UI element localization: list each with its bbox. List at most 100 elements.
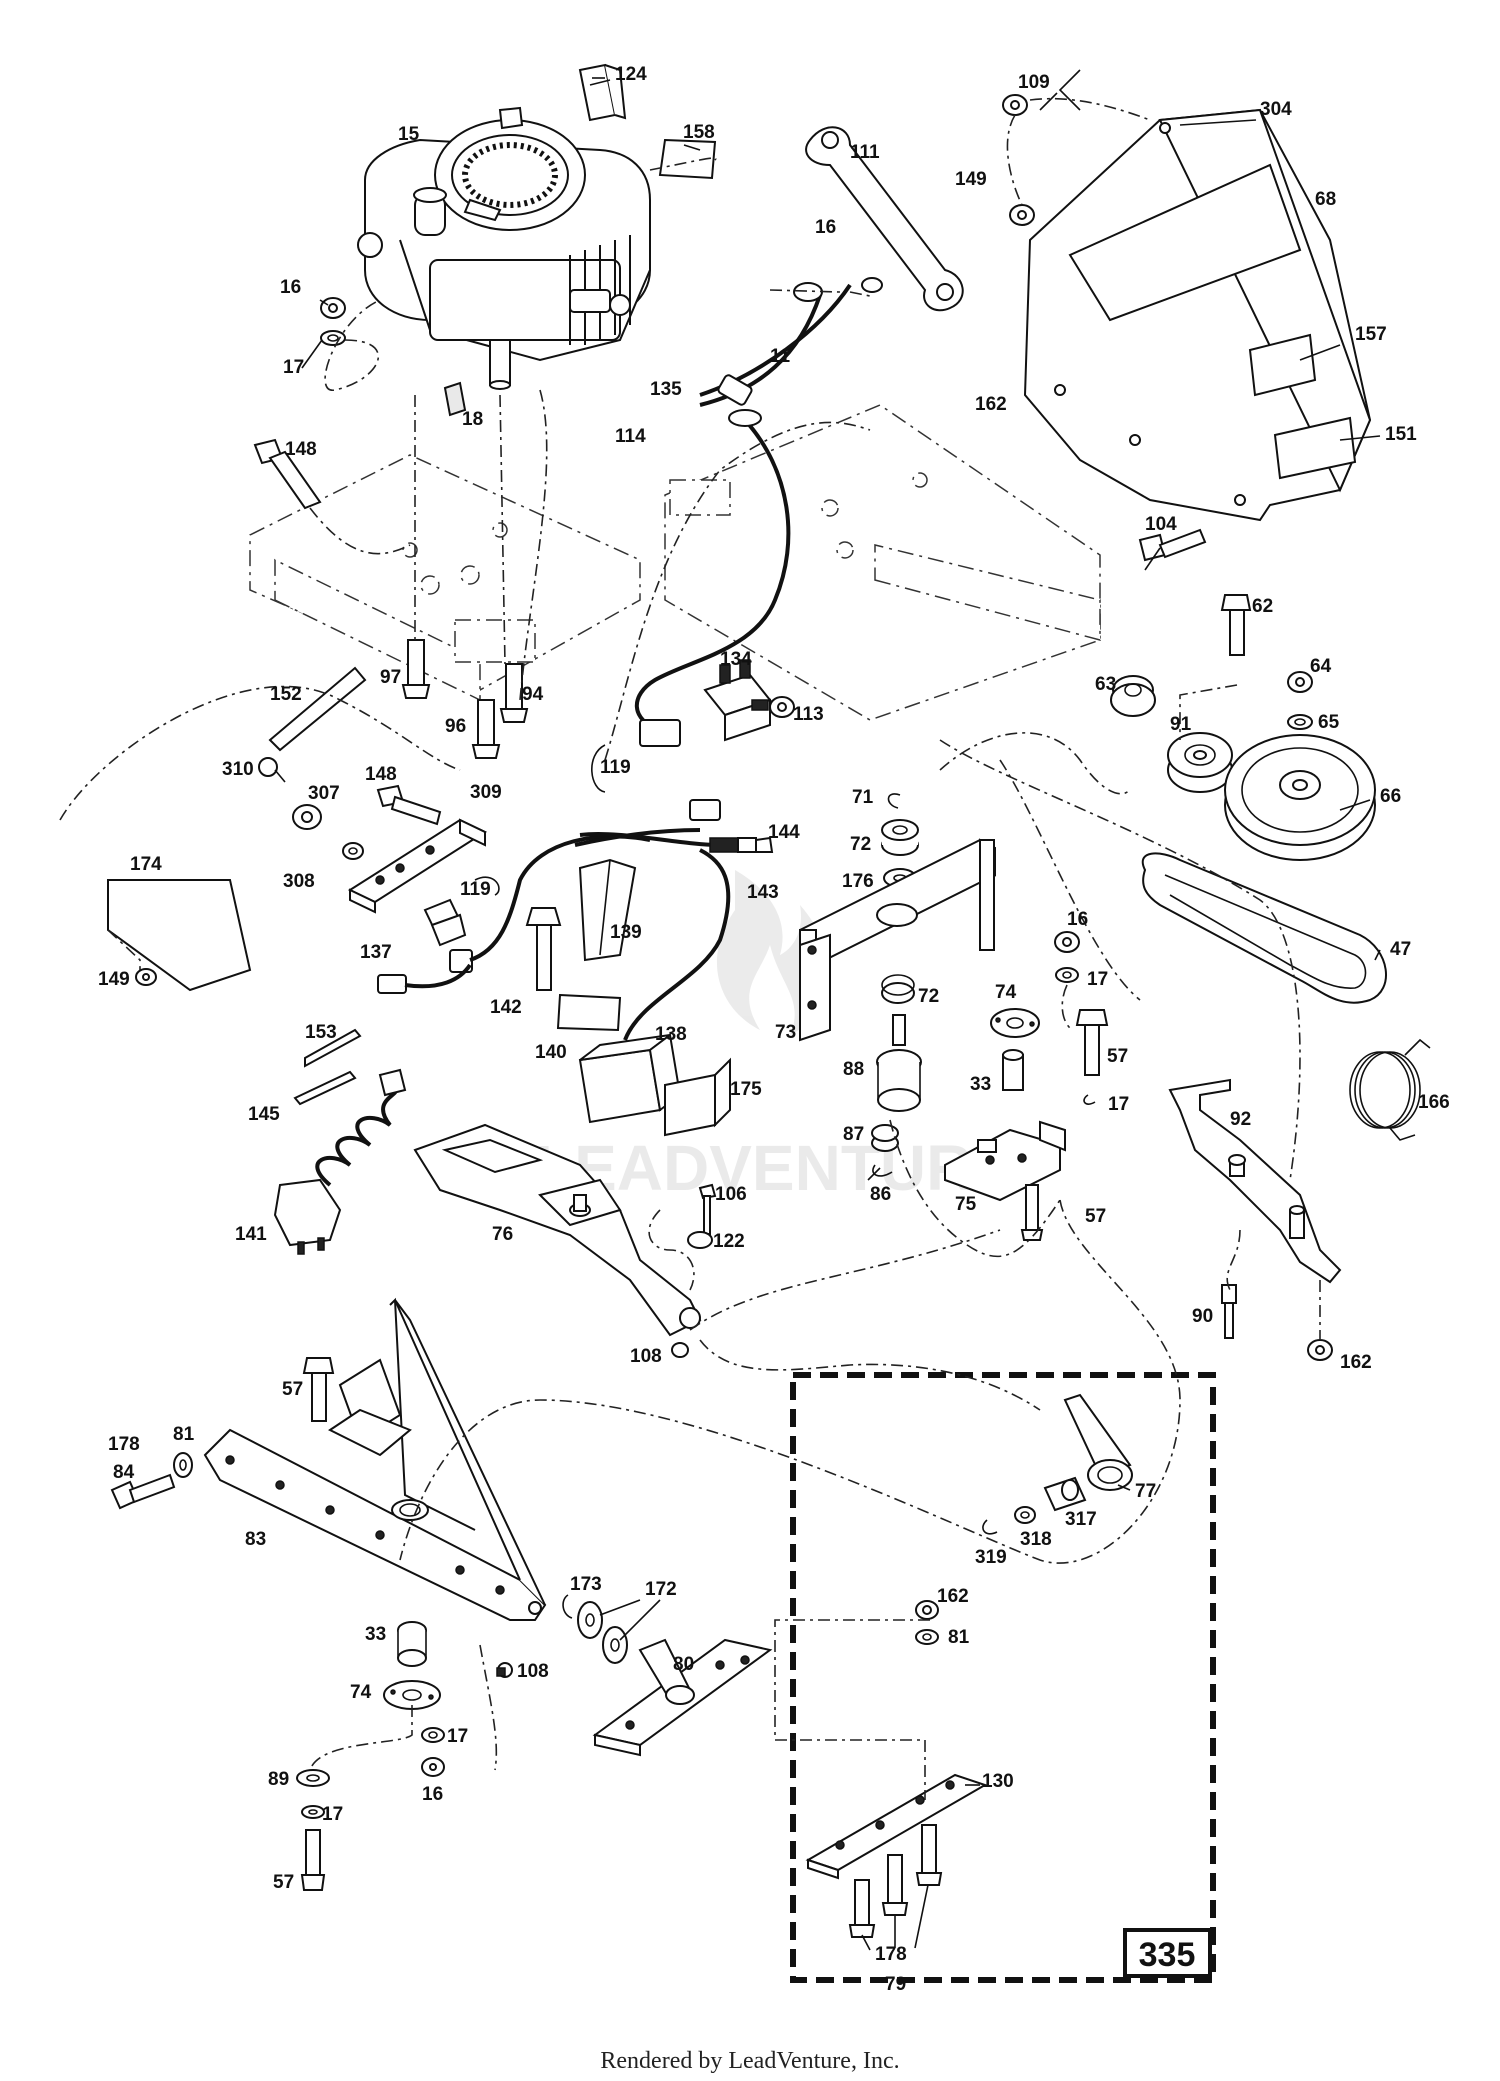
part-66-pulley [1224,734,1376,861]
part-72-bushing-top [881,819,919,856]
callout-149: 149 [98,969,130,990]
part-317-bushing [1043,1476,1087,1512]
part-173-ring [562,1594,573,1619]
callout-66: 66 [1380,786,1401,807]
callout-leaders [301,77,1381,1951]
callout-17: 17 [447,1726,468,1747]
part-86-ring [872,1164,893,1177]
callout-178: 178 [875,1944,907,1965]
parts-16-17-89-57-bottom [296,1705,445,1891]
callout-173: 173 [570,1574,602,1595]
center-frame-phantom [664,404,1101,721]
leader-lines [399,157,1321,1800]
part-149-nuts-right [1002,94,1151,226]
part-33-spacer-top [1002,1049,1024,1091]
callout-174: 174 [130,854,162,875]
callout-33: 33 [970,1074,991,1095]
callout-68: 68 [1315,189,1336,210]
callout-104: 104 [1145,514,1177,535]
part-308-washer [342,842,364,860]
part-144-143-wire [574,799,774,853]
callout-17: 17 [283,357,304,378]
callout-74: 74 [995,982,1017,1003]
part-75-bracket [944,1120,1066,1202]
callout-166: 166 [1418,1092,1450,1113]
callout-86: 86 [870,1184,891,1205]
callout-57: 57 [273,1872,294,1893]
callout-130: 130 [982,1771,1014,1792]
part-109-hook [1039,69,1081,111]
part-162-81-hardware-kit [915,1600,939,1645]
part-71-ring [887,793,901,809]
callout-96: 96 [445,716,466,737]
callout-135: 135 [650,379,682,400]
part-307-nut [292,804,322,830]
callout-124: 124 [615,64,647,85]
part-62-bolt [1220,594,1252,656]
part-92-idler-arm [1168,1078,1342,1284]
callout-79: 79 [885,1974,906,1995]
callout-11: 11 [770,346,791,367]
part-135-grommet-and-harness [634,374,791,747]
svg-text:335: 335 [1139,1936,1196,1974]
part-91-pulley [1167,732,1233,793]
part-65-washer [1287,714,1313,730]
part-140-pad [556,993,622,1032]
part-309-bracket [347,818,488,914]
callout-178: 178 [108,1434,140,1455]
callout-72: 72 [850,834,871,855]
part-18-key [443,381,467,417]
callout-119: 119 [600,757,631,778]
part-139-bracket [578,858,637,962]
part-148-bolt-left [253,438,411,555]
callout-317: 317 [1065,1509,1097,1530]
part-76-lever [413,1123,702,1337]
part-178-bolts-kit [848,1824,943,1938]
callout-72: 72 [918,986,939,1007]
callout-80: 80 [673,1654,694,1675]
part-108-fitting [496,1662,513,1678]
callout-83: 83 [245,1529,266,1550]
callout-18: 18 [462,409,483,430]
callout-57: 57 [1107,1046,1128,1067]
callout-17: 17 [1108,1094,1129,1115]
left-frame-phantom [249,454,641,702]
callout-114: 114 [615,426,646,447]
part-153-decal [304,1028,362,1068]
part-80-spindle-plate [592,1638,773,1757]
callout-64: 64 [1310,656,1332,677]
callout-172: 172 [645,1579,677,1600]
callout-153: 153 [305,1022,337,1043]
callout-318: 318 [1020,1529,1052,1550]
part-145-decal [293,1070,357,1106]
part-73-tube-bracket [799,838,996,1042]
callout-309: 309 [470,782,502,803]
part-47-belt [1141,852,1387,1004]
callout-137: 137 [360,942,392,963]
part-166-spring [1349,1038,1431,1141]
callout-152: 152 [270,684,302,705]
part-106-122-108-hardware [648,1183,717,1358]
callout-140: 140 [535,1042,567,1063]
part-119-clip [474,744,606,896]
callout-307: 307 [308,783,340,804]
part-162-nut-right [1307,1339,1333,1361]
parts-16-17-nut-washer [320,297,381,391]
callout-labels: 15 124 158 16 17 18 148 97 96 94 152 310… [98,64,1450,1995]
part-141-horn [273,1068,407,1255]
part-172-washers [577,1601,628,1664]
part-175-bracket [664,1057,731,1137]
callout-74: 74 [350,1682,372,1703]
leader-174-to-frame [59,685,461,821]
part-113-nut [769,696,795,718]
part-304-shroud [1023,108,1372,522]
callout-162: 162 [937,1586,969,1607]
callout-134: 134 [720,649,752,670]
part-57-bolt-middle [1020,1184,1044,1241]
callout-33: 33 [365,1624,386,1645]
callout-304: 304 [1260,99,1292,120]
callout-16: 16 [1067,909,1088,930]
svg-text:LEADVENTURE: LEADVENTURE [535,1132,1015,1204]
callout-97: 97 [380,667,401,688]
